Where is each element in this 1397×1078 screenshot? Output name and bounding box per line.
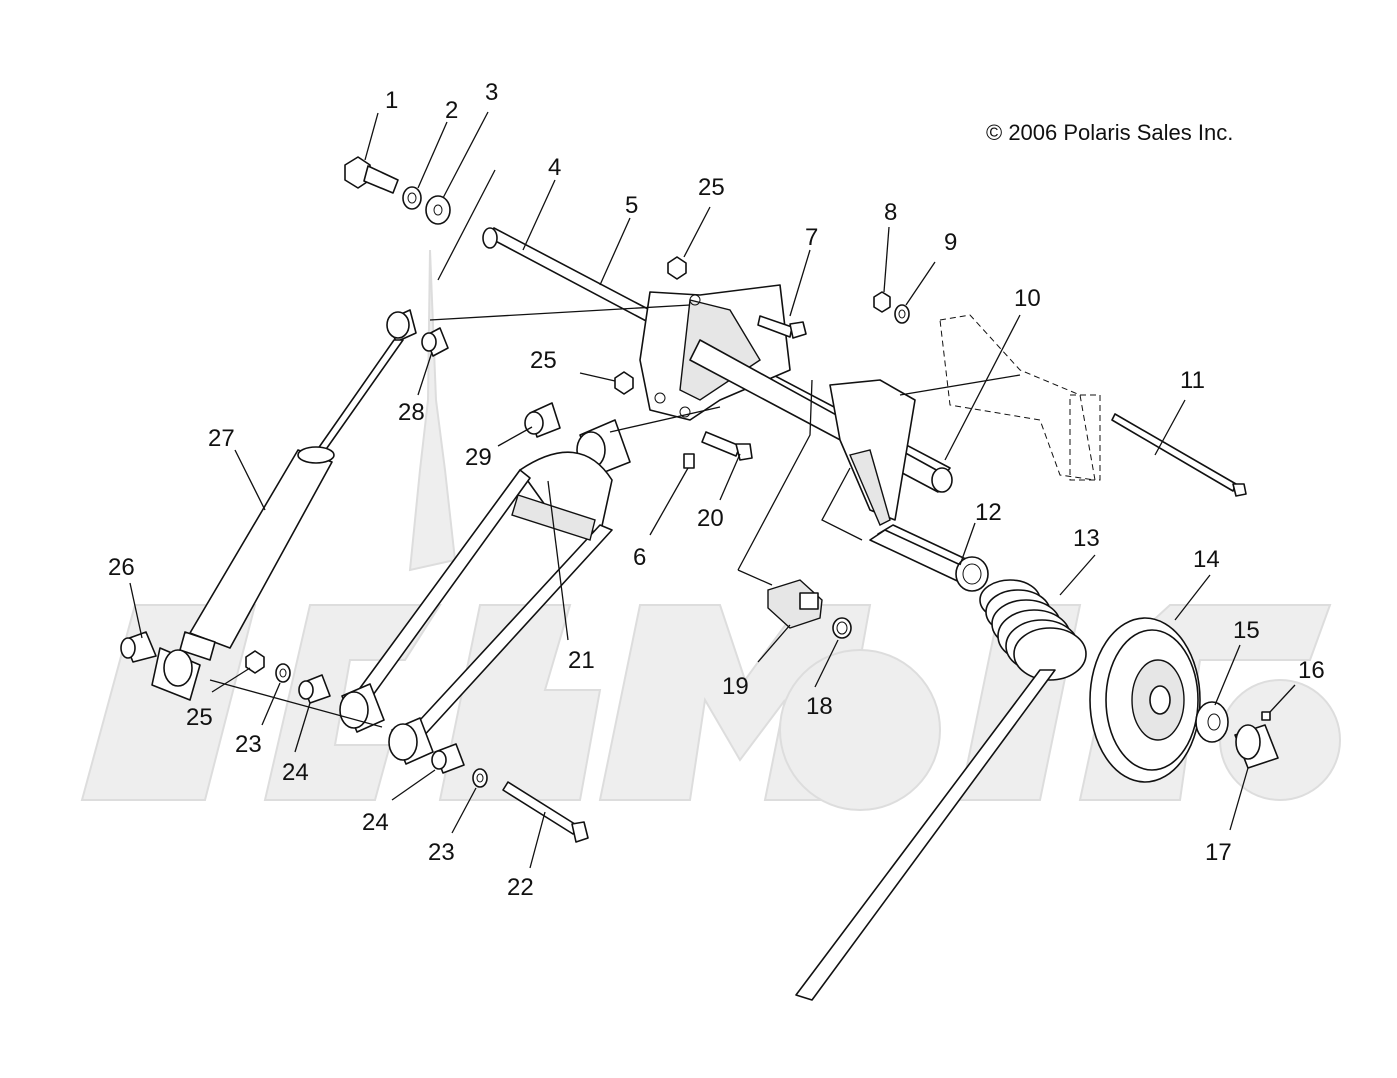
part-17-collar <box>1234 724 1279 769</box>
callout-4: 4 <box>548 154 561 181</box>
callout-5: 5 <box>625 192 638 219</box>
callout-11: 11 <box>1180 367 1205 394</box>
part-21-arm <box>339 451 613 765</box>
part-24-bushing-lower-left <box>298 674 331 704</box>
part-28-bushing <box>421 327 449 357</box>
bracket-assembly <box>639 284 953 526</box>
callout-14: 14 <box>1193 546 1220 573</box>
part-13-spring <box>795 579 1087 1001</box>
callout-12: 12 <box>975 499 1002 526</box>
callout-23-left: 23 <box>235 731 262 758</box>
part-29-bushing <box>524 402 561 438</box>
callout-2: 2 <box>445 97 458 124</box>
leader-lines <box>129 111 1296 869</box>
callout-24-left: 24 <box>282 759 309 786</box>
callout-10: 10 <box>1014 285 1041 312</box>
callout-1: 1 <box>385 87 398 114</box>
part-6-grease-fitting <box>683 453 695 469</box>
callout-7: 7 <box>805 224 818 251</box>
part-20-bolt <box>701 431 753 461</box>
part-18-ring <box>832 617 852 639</box>
part-3-washer <box>425 195 451 225</box>
callout-3: 3 <box>485 79 498 106</box>
callout-labels: 1 2 3 4 5 25 7 8 9 10 11 25 28 27 29 6 2… <box>108 79 1325 901</box>
callout-24-right: 24 <box>362 809 389 836</box>
part-19-block <box>767 579 823 629</box>
part-12-sleeve <box>869 524 989 592</box>
part-25-nut-top <box>667 256 687 280</box>
callout-21: 21 <box>568 647 595 674</box>
callout-25-top: 25 <box>698 174 725 201</box>
part-26-bushing <box>120 631 157 663</box>
callout-8: 8 <box>884 199 897 226</box>
part-2-washer <box>402 186 422 210</box>
callout-20: 20 <box>697 505 724 532</box>
callout-25-middle: 25 <box>530 347 557 374</box>
callout-22: 22 <box>507 874 534 901</box>
part-9-washer <box>894 304 910 324</box>
part-22-bolt <box>502 781 589 843</box>
ghost-plate <box>939 314 1101 481</box>
part-7-bolt <box>757 315 807 339</box>
part-25-nut-lower <box>245 650 265 674</box>
callout-19: 19 <box>722 673 749 700</box>
part-1-bolt <box>344 156 399 194</box>
part-24-bushing-lower-right <box>431 743 465 774</box>
callout-9: 9 <box>944 229 957 256</box>
callout-6: 6 <box>633 544 646 571</box>
callout-26: 26 <box>108 554 135 581</box>
callout-25-lower: 25 <box>186 704 213 731</box>
part-8-nut <box>873 291 891 313</box>
part-16-key <box>1261 711 1271 721</box>
copyright-notice: © 2006 Polaris Sales Inc. <box>986 120 1233 145</box>
part-27-shock <box>151 309 417 701</box>
part-23-washer-lower-left <box>275 663 291 683</box>
callout-23-right: 23 <box>428 839 455 866</box>
part-25-nut-middle <box>614 371 634 395</box>
callout-16: 16 <box>1298 657 1325 684</box>
callout-13: 13 <box>1073 525 1100 552</box>
part-15-washer <box>1195 701 1229 743</box>
callout-15: 15 <box>1233 617 1260 644</box>
callout-27: 27 <box>208 425 235 452</box>
callout-18: 18 <box>806 693 833 720</box>
part-23-washer-lower-right <box>472 768 488 788</box>
part-11-rod <box>1111 413 1247 497</box>
callout-29: 29 <box>465 444 492 471</box>
callout-17: 17 <box>1205 839 1232 866</box>
callout-28: 28 <box>398 399 425 426</box>
part-14-pulley <box>1089 617 1201 783</box>
